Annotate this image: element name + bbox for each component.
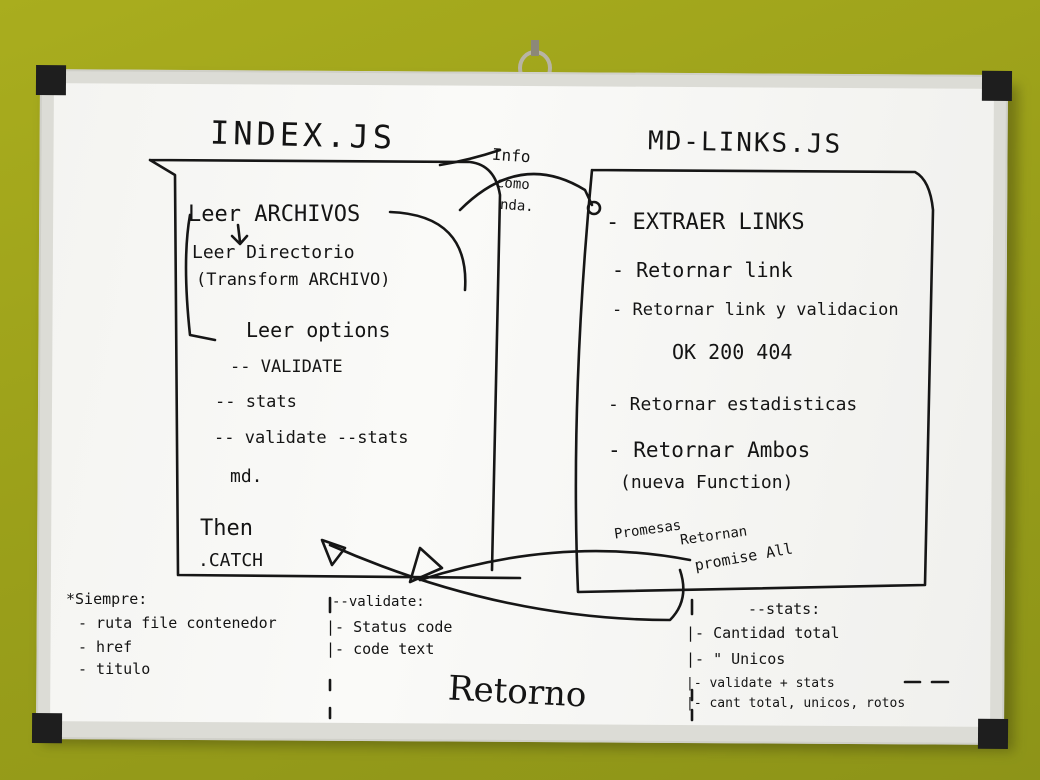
loop-leer <box>388 210 467 292</box>
retorno-label: Retorno <box>447 668 588 716</box>
return-arrowhead <box>320 538 347 567</box>
left-header: INDEX.JS <box>209 113 397 157</box>
right-item-retornar-estadisticas: - Retornar estadisticas <box>608 394 858 415</box>
arrow-note-line-3: nda. <box>499 196 535 216</box>
stats-title: --stats: <box>748 600 821 618</box>
left-item-transform: (Transform ARCHIVO) <box>196 270 391 290</box>
bracket-leer <box>184 213 217 342</box>
stats-item-validate-stats: |- validate + stats <box>686 676 835 691</box>
siempre-title: *Siempre: <box>66 590 148 608</box>
right-item-retornar-validacion: - Retornar link y validacion <box>612 300 899 320</box>
right-item-retornar-link: - Retornar link <box>612 258 793 282</box>
right-item-retornar-ambos: - Retornar Ambos <box>608 438 811 462</box>
right-item-ok-codes: OK 200 404 <box>672 340 793 364</box>
validate-item-code-text: |- code text <box>326 640 435 658</box>
left-item-catch: .CATCH <box>198 550 264 571</box>
siempre-item-ruta: - ruta file contenedor <box>78 614 277 632</box>
stats-item-cant-total-rotos: |- cant total, unicos, rotos <box>686 696 906 711</box>
stats-item-unicos: |- " Unicos <box>686 650 786 668</box>
right-header: MD-LINKS.JS <box>647 126 843 160</box>
promise-arrowhead <box>408 546 444 584</box>
left-item-validate: -- VALIDATE <box>230 357 343 377</box>
validate-title: --validate: <box>332 594 425 610</box>
arrow-index-to-mdlinks <box>438 148 594 212</box>
right-item-extraer-links: - EXTRAER LINKS <box>606 210 805 235</box>
left-item-md: md. <box>230 466 263 487</box>
siempre-item-titulo: - titulo <box>78 660 151 678</box>
siempre-item-href: - href <box>78 638 133 656</box>
validate-item-status-code: |- Status code <box>326 618 453 636</box>
arrow-note-line-2: como <box>495 174 531 194</box>
left-item-leer-directorio: Leer Directorio <box>192 242 355 263</box>
arrow-note-line-1: Info <box>491 144 532 167</box>
left-item-stats: -- stats <box>215 392 297 412</box>
left-item-then: Then <box>200 516 253 541</box>
left-item-validate-stats: -- validate --stats <box>214 428 409 448</box>
left-box-outline <box>148 158 522 580</box>
left-item-leer-archivos: Leer ARCHIVOS <box>188 202 361 227</box>
promise-arrow <box>418 549 692 582</box>
small-arrow-down <box>230 223 249 246</box>
right-box-outline <box>574 168 935 594</box>
stats-item-cantidad-total: |- Cantidad total <box>686 624 840 642</box>
left-item-leer-options: Leer options <box>246 318 391 342</box>
return-arrow <box>328 543 685 622</box>
right-item-nueva-function: (nueva Function) <box>620 472 794 493</box>
